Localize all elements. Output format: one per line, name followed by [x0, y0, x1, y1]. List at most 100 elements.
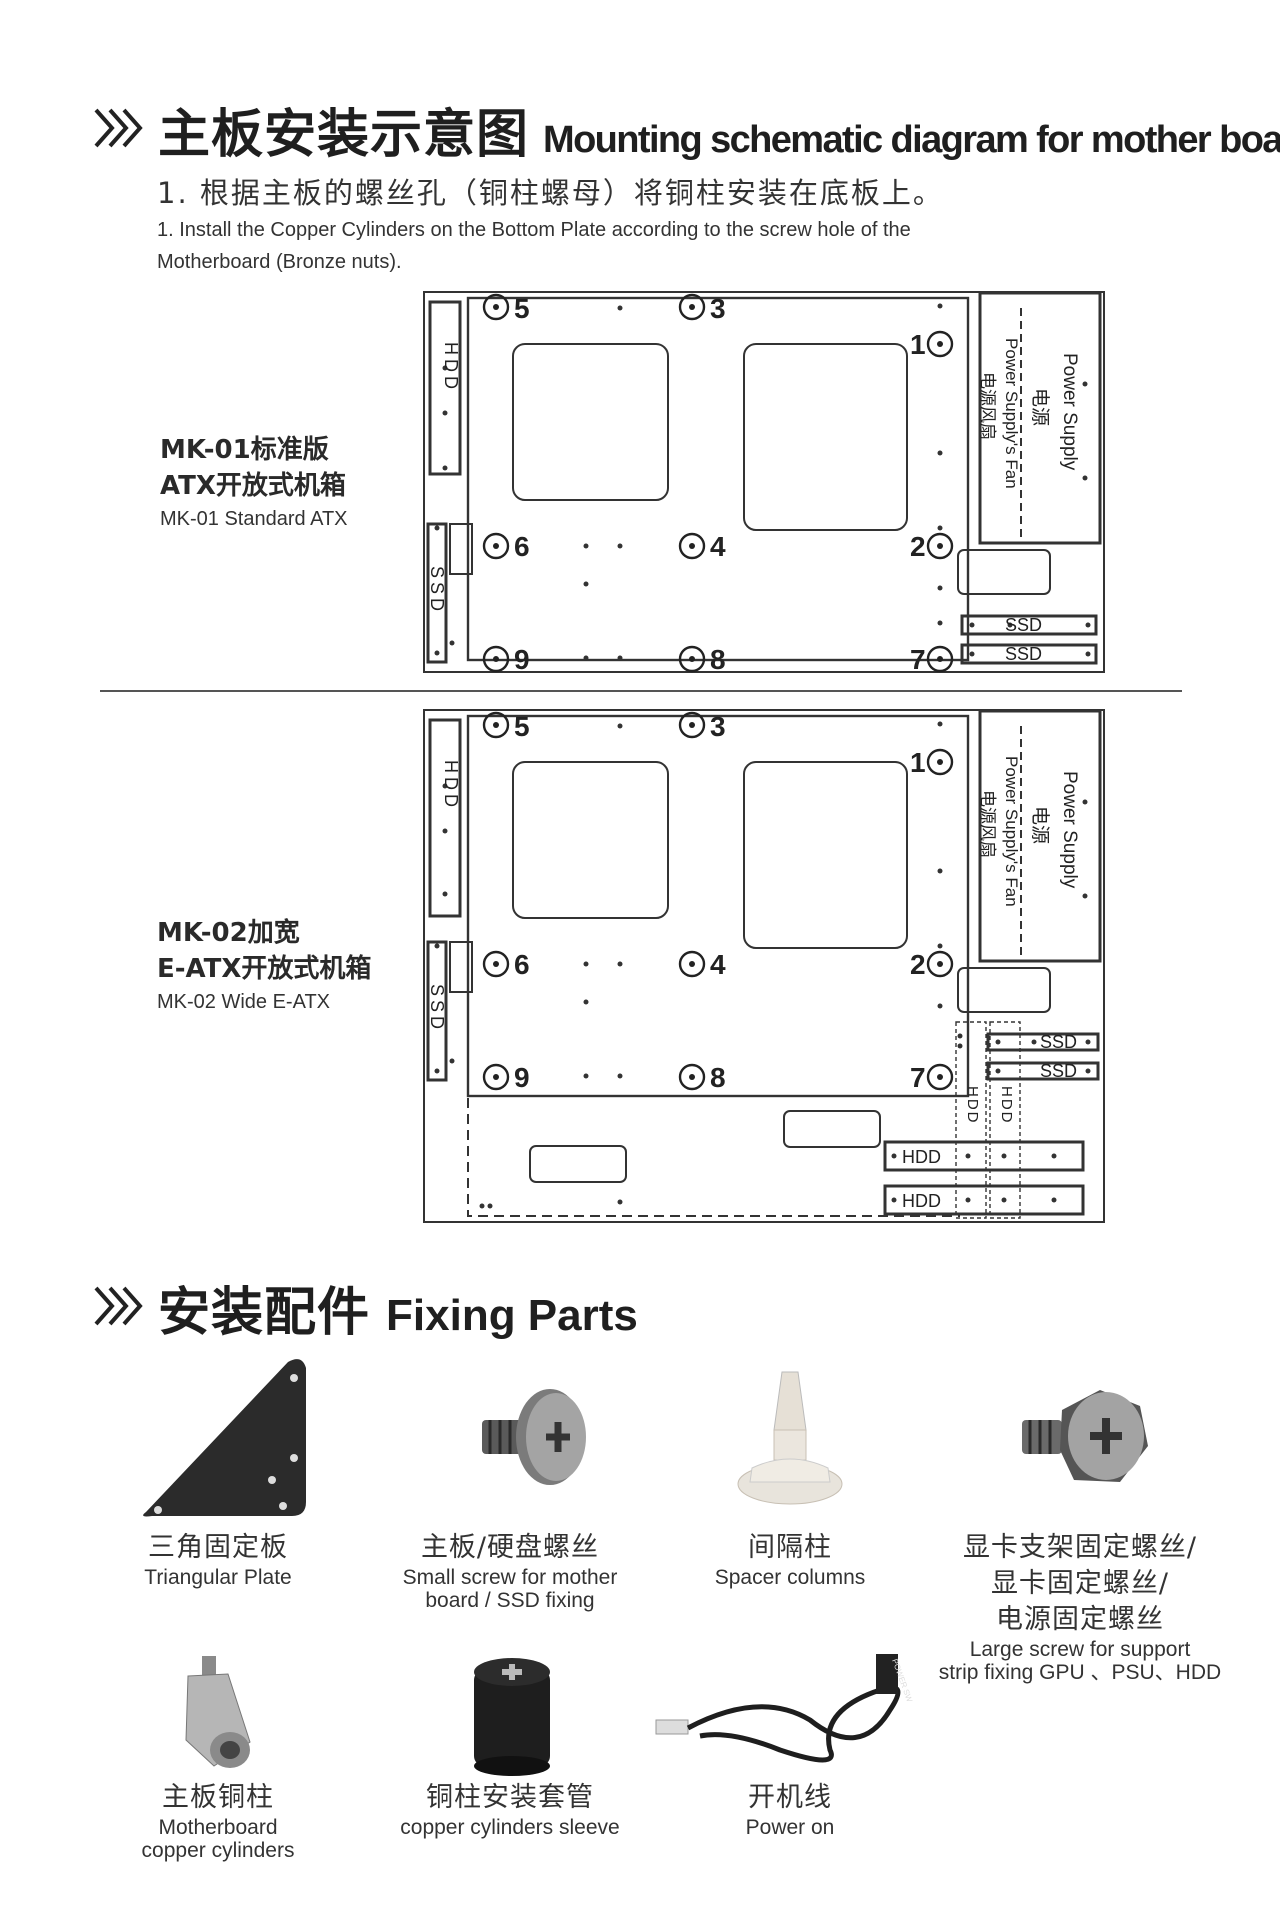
- model-label-mk02: MK-02加宽 E-ATX开放式机箱 MK-02 Wide E-ATX: [157, 915, 371, 1014]
- hole-number: 1: [910, 747, 926, 778]
- hole-number: 9: [514, 644, 530, 675]
- mk02-case-diagram: 5 3 1 6 4 2 9 8 7 HDD SSD SSD SSD HDD HD…: [423, 709, 1105, 1223]
- cutout: [743, 343, 908, 531]
- triangular-plate-icon: [143, 1359, 306, 1517]
- hole-number: 9: [514, 1062, 530, 1093]
- hole-number: 5: [514, 711, 530, 742]
- hdd-dashed-slot: [989, 1021, 1021, 1219]
- section-title-zh: 主板安装示意图: [158, 105, 530, 165]
- part-name-en-line2: strip fixing GPU 、PSU、HDD: [938, 1661, 1222, 1684]
- mk01-case-diagram: 5 3 1 6 4 2 9 8 7 HDD SSD SSD SSD Power …: [423, 291, 1105, 675]
- motherboard-outline: [466, 714, 970, 1098]
- part-name-en-line1: Small screw for mother: [402, 1566, 618, 1589]
- cutout: [957, 549, 1051, 595]
- part-cylinder-sleeve: 铜柱安装套管 copper cylinders sleeve: [360, 1650, 660, 1839]
- power-supply-label-zh: 电源: [1029, 806, 1051, 844]
- hole-number: 3: [710, 293, 726, 324]
- hole-number: 4: [710, 531, 726, 562]
- ssd-slot: [960, 614, 1098, 636]
- part-name-en: Power on: [745, 1816, 835, 1839]
- ssd-slot: [986, 1061, 1100, 1081]
- step1-text-zh: 1. 根据主板的螺丝孔（铜柱螺母）将铜柱安装在底板上。: [157, 176, 944, 210]
- triple-chevron-icon: [92, 1282, 148, 1330]
- spacer-column-icon: [737, 1371, 843, 1505]
- part-copper-cylinders: 主板铜柱 Motherboard copper cylinders: [68, 1650, 368, 1862]
- section-header-mounting: 主板安装示意图 Mounting schematic diagram for m…: [92, 92, 1280, 167]
- cutout: [512, 343, 669, 501]
- triple-chevron-icon: [92, 104, 148, 152]
- model-label-mk01: MK-01标准版 ATX开放式机箱 MK-01 Standard ATX: [160, 432, 348, 531]
- ssd-slot: [960, 643, 1098, 665]
- hdd-slot: [883, 1184, 1085, 1216]
- cutout: [512, 761, 669, 919]
- part-name-zh-line1: 显卡支架固定螺丝/: [962, 1532, 1198, 1563]
- psu-fan-label-zh: 电源风扇: [978, 372, 997, 440]
- hole-number: 6: [514, 531, 530, 562]
- part-name-en-line1: Large screw for support: [969, 1638, 1191, 1661]
- hdd-dashed-label: HDD: [964, 1086, 981, 1125]
- hdd-slot-label: HDD: [902, 1191, 941, 1211]
- part-spacer-columns: 间隔柱 Spacer columns: [640, 1350, 940, 1589]
- bracket-tab: [449, 941, 473, 993]
- part-name-zh: 开机线: [748, 1782, 832, 1813]
- model-name-en: MK-01 Standard ATX: [160, 508, 348, 530]
- ssd-slot: [986, 1032, 1100, 1052]
- model-name-zh-line1: MK-02加宽: [157, 918, 300, 948]
- hdd-label: HDD: [441, 760, 461, 811]
- eatx-extension-line: [467, 1098, 960, 1217]
- psu-fan-label-en: Power Supply's Fan: [1002, 338, 1021, 489]
- motherboard-outline: [466, 296, 970, 662]
- step1-text-en: 1. Install the Copper Cylinders on the B…: [157, 214, 911, 278]
- hdd-bracket: [428, 300, 462, 476]
- ssd-label: SSD: [427, 984, 447, 1033]
- hole-number: 1: [910, 329, 926, 360]
- large-screw-icon: [1022, 1390, 1148, 1482]
- part-name-en-line2: board / SSD fixing: [425, 1589, 595, 1612]
- power-supply-label-zh: 电源: [1029, 388, 1051, 426]
- bracket-tab: [449, 523, 473, 575]
- part-name-zh: 三角固定板: [148, 1532, 288, 1563]
- parts-title-en: Fixing Parts: [386, 1291, 638, 1340]
- part-name-zh-line2: 显卡固定螺丝/: [990, 1568, 1170, 1599]
- power-cable-icon: POWER SW: [655, 1654, 914, 1763]
- part-power-on-cable: POWER SW 开机线 Power on: [640, 1650, 940, 1839]
- part-name-en-line1: Motherboard: [158, 1816, 278, 1839]
- step1-text-en-line1: 1. Install the Copper Cylinders on the B…: [157, 219, 911, 241]
- section-divider: [100, 690, 1182, 692]
- hole-number: 8: [710, 644, 726, 675]
- power-supply-box: [978, 709, 1102, 963]
- hdd-label: HDD: [441, 342, 461, 393]
- ssd-slot-label: SSD: [1005, 644, 1042, 664]
- part-triangular-plate: 三角固定板 Triangular Plate: [68, 1350, 368, 1589]
- hdd-bracket: [428, 718, 462, 918]
- section-title-en: Mounting schematic diagram for mother bo…: [543, 119, 1280, 161]
- hdd-slot-label: HDD: [902, 1147, 941, 1167]
- model-name-en: MK-02 Wide E-ATX: [157, 991, 330, 1013]
- part-large-screw: 显卡支架固定螺丝/ 显卡固定螺丝/ 电源固定螺丝 Large screw for…: [930, 1350, 1230, 1684]
- hdd-dashed-slot: [955, 1021, 987, 1219]
- cylinder-sleeve-icon: [474, 1658, 550, 1776]
- hole-number: 7: [910, 1062, 926, 1093]
- part-name-zh: 主板铜柱: [162, 1782, 274, 1813]
- hole-number: 3: [710, 711, 726, 742]
- model-name-zh-line1: MK-01标准版: [160, 435, 329, 465]
- hole-number: 4: [710, 949, 726, 980]
- hole-number: 7: [910, 644, 926, 675]
- power-supply-label-en: Power Supply: [1059, 771, 1080, 889]
- part-name-en: Triangular Plate: [144, 1566, 292, 1589]
- ssd-slot-label: SSD: [1040, 1032, 1077, 1052]
- hdd-dashed-label: HDD: [998, 1086, 1015, 1125]
- part-name-en: Spacer columns: [714, 1566, 866, 1589]
- model-name-zh-line2: ATX开放式机箱: [160, 471, 346, 501]
- hole-number: 5: [514, 293, 530, 324]
- ssd-slot-label: SSD: [1040, 1061, 1077, 1081]
- step1-text-en-line2: Motherboard (Bronze nuts).: [157, 251, 402, 273]
- case-outline: [423, 709, 1105, 1223]
- part-name-en: copper cylinders sleeve: [400, 1816, 620, 1839]
- hole-number: 2: [910, 949, 926, 980]
- section-header-fixing-parts: 安装配件 Fixing Parts: [92, 1270, 638, 1345]
- part-name-zh: 主板/硬盘螺丝: [420, 1532, 600, 1563]
- part-name-zh: 间隔柱: [748, 1532, 832, 1563]
- copper-cylinder-icon: [185, 1656, 251, 1768]
- hole-number: 8: [710, 1062, 726, 1093]
